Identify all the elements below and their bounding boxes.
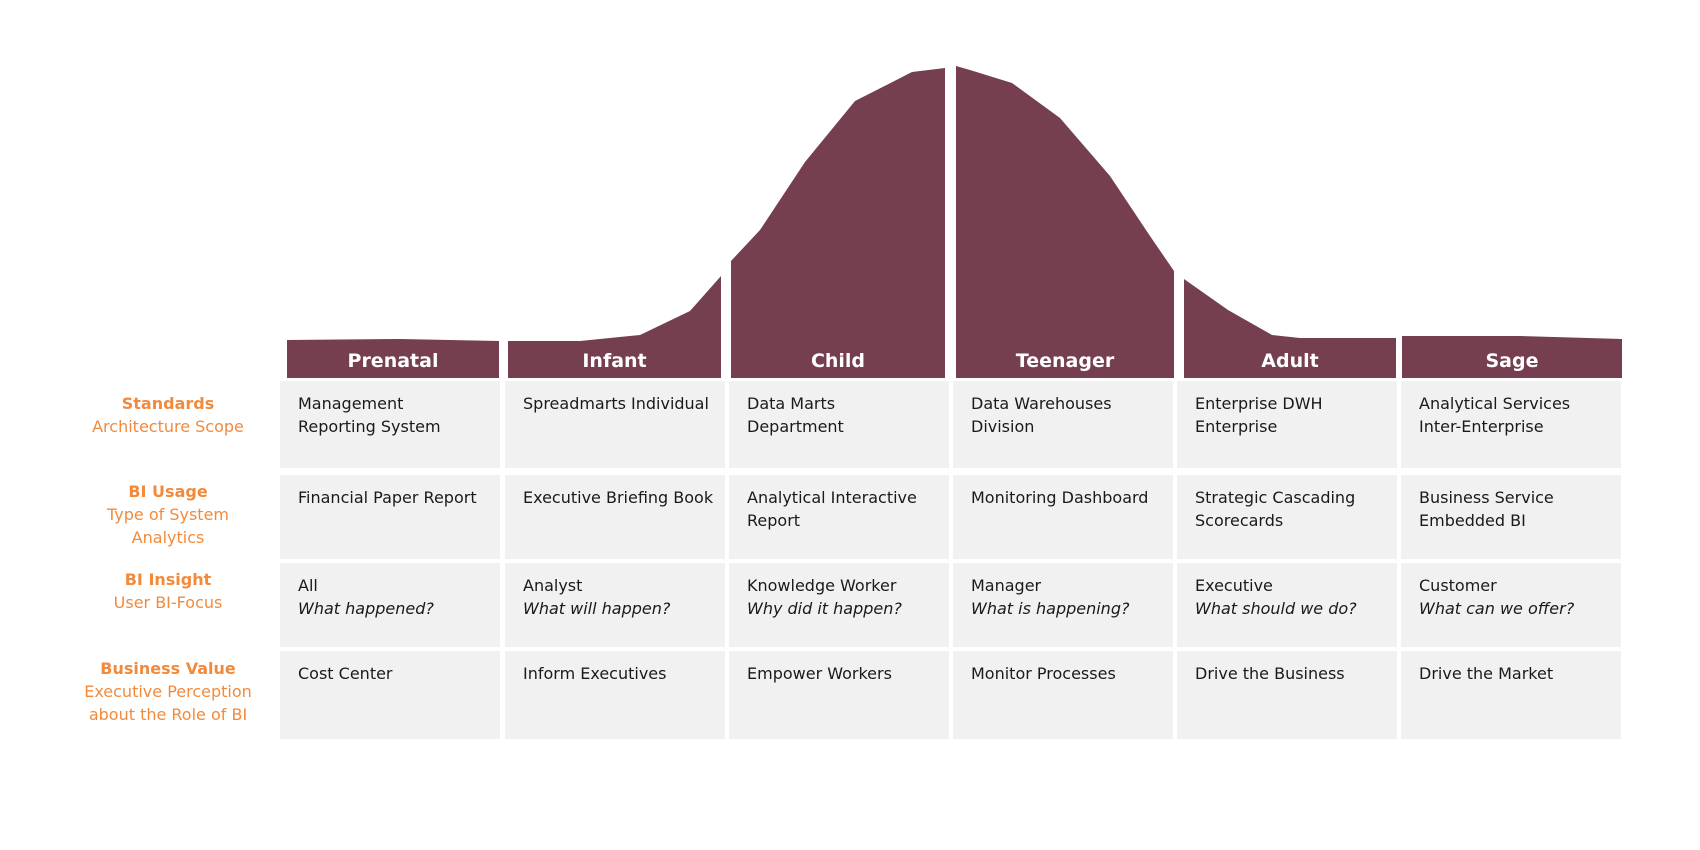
curve-segment-prenatal xyxy=(287,339,499,378)
table-cell: Financial Paper Report xyxy=(280,475,500,559)
row-label-subtitle: User BI-Focus xyxy=(113,593,223,612)
cell-line: Report xyxy=(747,511,801,530)
cell-line: Drive the Business xyxy=(1195,664,1345,683)
cell-line: Department xyxy=(747,417,844,436)
table-cell: Monitor Processes xyxy=(953,651,1173,739)
stage-header-sage: Sage xyxy=(1485,350,1539,372)
table-cell: Cost Center xyxy=(280,651,500,739)
cell-line: Analytical Services xyxy=(1419,394,1571,413)
table-cell: Inform Executives xyxy=(505,651,725,739)
row-label-title: BI Insight xyxy=(124,570,212,589)
stage-header-teenager: Teenager xyxy=(1015,350,1115,372)
cell-line: Strategic Cascading xyxy=(1195,488,1356,507)
cell-line: Monitoring Dashboard xyxy=(971,488,1149,507)
row-label-title: Business Value xyxy=(100,659,236,678)
cell-line: What is happening? xyxy=(971,599,1130,618)
stage-header-prenatal: Prenatal xyxy=(347,350,439,372)
cell-line: Analytical Interactive xyxy=(747,488,917,507)
cell-line: Data Marts xyxy=(747,394,836,413)
cell-line: Drive the Market xyxy=(1419,664,1554,683)
cell-line: Embedded BI xyxy=(1419,511,1526,530)
table-cell: Monitoring Dashboard xyxy=(953,475,1173,559)
cell-line: Executive xyxy=(1195,576,1273,595)
cell-line: Scorecards xyxy=(1195,511,1284,530)
table-cell: Drive the Market xyxy=(1401,651,1621,739)
stage-header-infant: Infant xyxy=(582,350,647,372)
row-label-title: BI Usage xyxy=(128,482,208,501)
cell-line: Enterprise xyxy=(1195,417,1278,436)
cell-line: Analyst xyxy=(523,576,583,595)
cell-line: Why did it happen? xyxy=(747,599,902,618)
cell-line: Customer xyxy=(1419,576,1497,595)
row-label-title: Standards xyxy=(121,394,215,413)
cell-line: Manager xyxy=(971,576,1042,595)
table-cell: Executive Briefing Book xyxy=(505,475,725,559)
cell-line: Enterprise DWH xyxy=(1195,394,1323,413)
cell-line: What should we do? xyxy=(1195,599,1357,618)
table-cell: Drive the Business xyxy=(1177,651,1397,739)
cell-line: Financial Paper Report xyxy=(298,488,477,507)
table-cell: Spreadmarts Individual xyxy=(505,381,725,468)
cell-line: Executive Briefing Book xyxy=(523,488,714,507)
cell-line: Spreadmarts Individual xyxy=(523,394,709,413)
row-label-subtitle: Executive Perception about the Role of B… xyxy=(84,682,252,724)
table-cell: Enterprise DWH Enterprise xyxy=(1177,381,1397,468)
cell-line: Data Warehouses xyxy=(971,394,1112,413)
row-label-subtitle: Type of System Analytics xyxy=(106,505,229,547)
stage-header-adult: Adult xyxy=(1261,350,1319,372)
cell-line: Empower Workers xyxy=(747,664,892,683)
curve-segment-teenager xyxy=(956,66,1174,378)
cell-line: What will happen? xyxy=(523,599,671,618)
cell-line: Management xyxy=(298,394,404,413)
row-label-subtitle: Architecture Scope xyxy=(92,417,244,436)
curve-segment-adult xyxy=(1184,279,1396,378)
cell-line: Inform Executives xyxy=(523,664,667,683)
curve-segment-infant xyxy=(508,276,721,378)
cell-line: What happened? xyxy=(298,599,434,618)
cell-line: Division xyxy=(971,417,1035,436)
cell-line: Knowledge Worker xyxy=(747,576,897,595)
curve-segment-sage xyxy=(1402,336,1622,378)
curve-segment-child xyxy=(731,68,945,378)
cell-line: All xyxy=(298,576,318,595)
stage-header-child: Child xyxy=(810,350,866,372)
cell-line: What can we offer? xyxy=(1419,599,1575,618)
cell-line: Business Service xyxy=(1419,488,1554,507)
cell-line: Reporting System xyxy=(298,417,441,436)
cell-line: Cost Center xyxy=(298,664,393,683)
table-cell: Empower Workers xyxy=(729,651,949,739)
cell-line: Monitor Processes xyxy=(971,664,1116,683)
cell-line: Inter-Enterprise xyxy=(1419,417,1544,436)
